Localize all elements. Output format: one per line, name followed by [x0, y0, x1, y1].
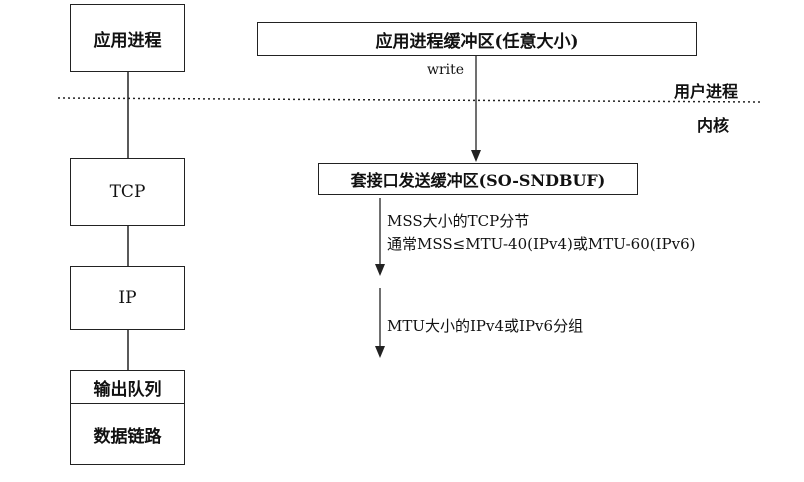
output-queue-box: 输出队列	[70, 370, 185, 404]
app-process-label: 应用进程	[93, 30, 162, 51]
tcp-segment-line2: 通常MSS≤MTU-40(IPv4)或MTU-60(IPv6)	[387, 235, 696, 253]
socket-buffer-label: 套接口发送缓冲区(SO-SNDBUF)	[350, 171, 606, 190]
tcp-label: TCP	[109, 182, 146, 202]
kernel-label: 内核	[697, 116, 730, 135]
ip-packet-label: MTU大小的IPv4或IPv6分组	[387, 317, 584, 335]
app-buffer-label: 应用进程缓冲区(任意大小)	[375, 31, 579, 52]
user-kernel-boundary	[57, 97, 763, 103]
app-process-box: 应用进程	[70, 4, 185, 72]
tcp-segment-line1: MSS大小的TCP分节	[387, 212, 530, 230]
socket-buffer-box: 套接口发送缓冲区(SO-SNDBUF)	[318, 163, 638, 195]
ip-label: IP	[118, 288, 137, 308]
ip-box: IP	[70, 266, 185, 330]
user-process-label: 用户进程	[674, 82, 739, 101]
tcp-box: TCP	[70, 158, 185, 226]
write-label: write	[427, 62, 465, 78]
data-link-box: 数据链路	[70, 403, 185, 465]
app-buffer-box: 应用进程缓冲区(任意大小)	[257, 22, 697, 56]
output-queue-label: 输出队列	[93, 379, 162, 400]
data-link-label: 数据链路	[93, 426, 162, 447]
